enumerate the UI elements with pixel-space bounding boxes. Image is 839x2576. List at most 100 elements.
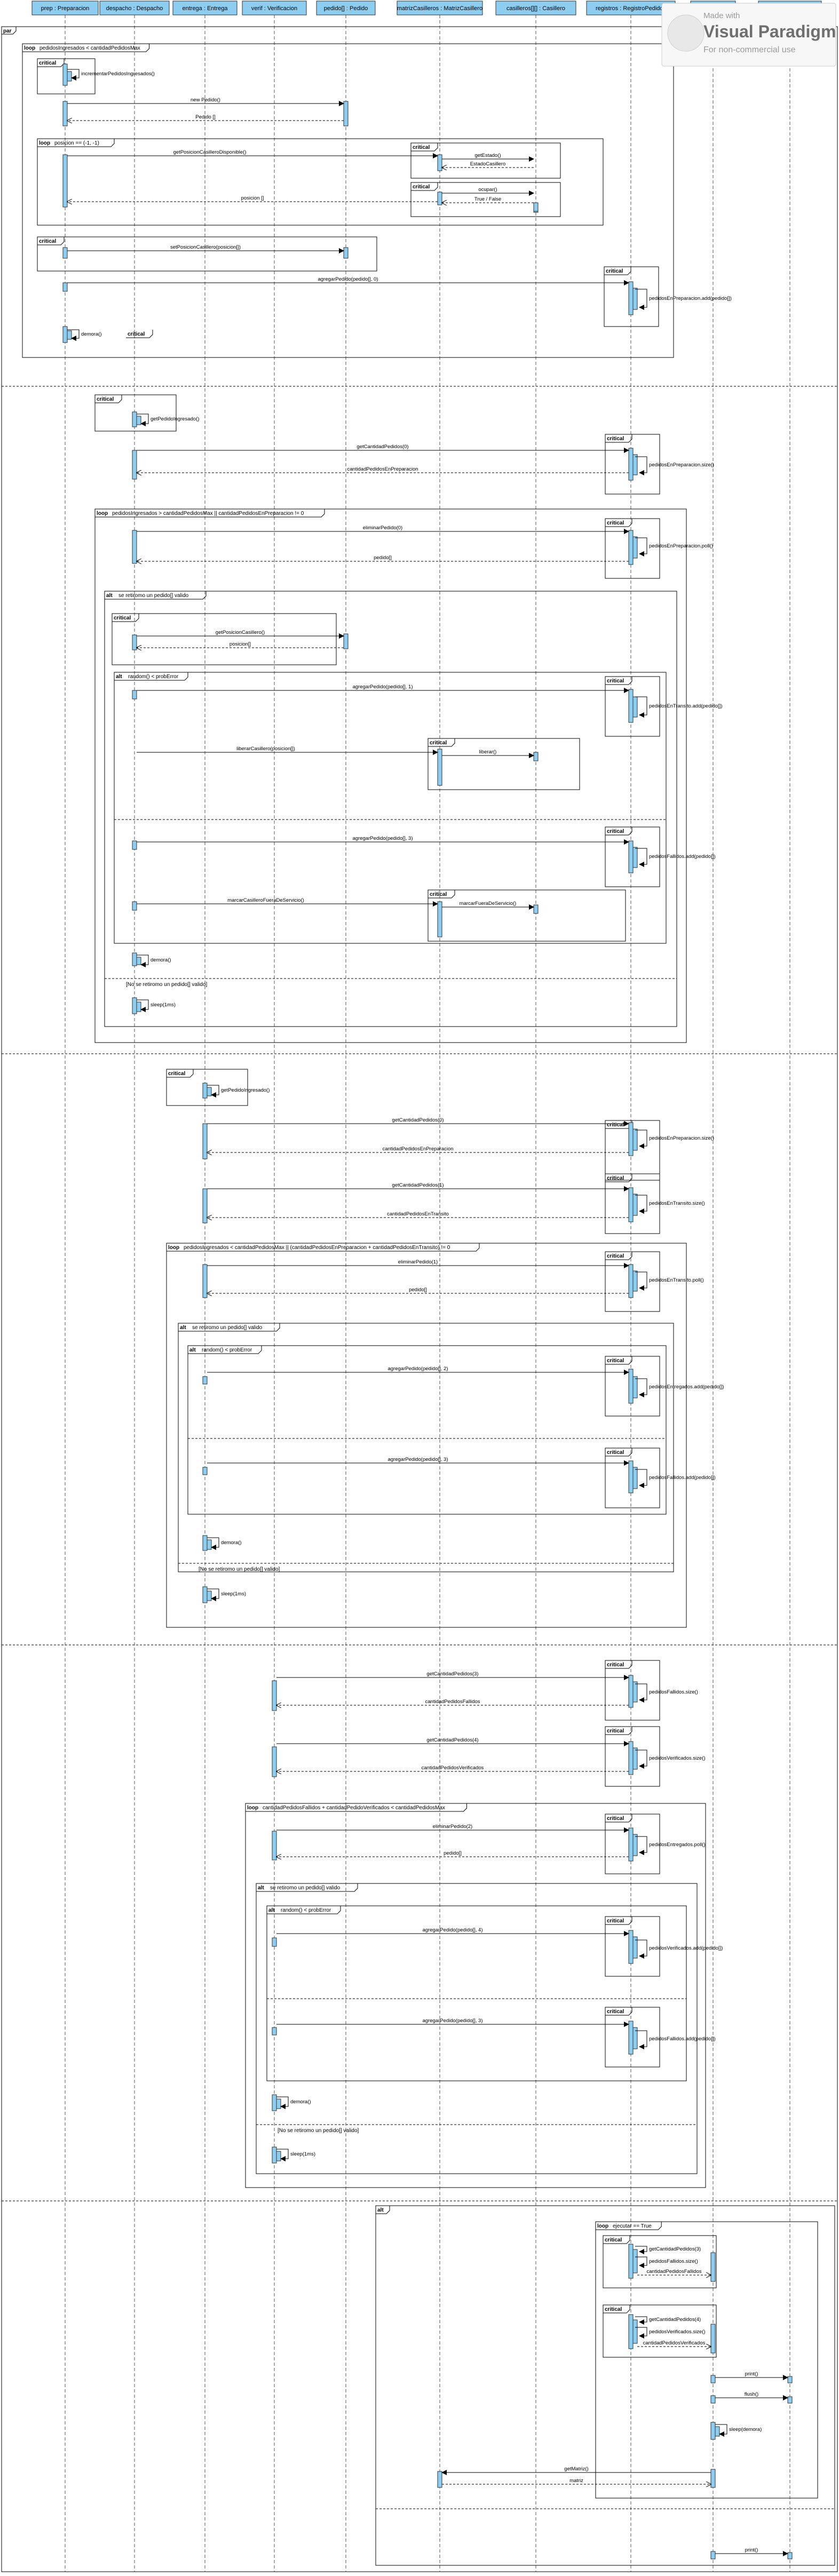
watermark-logo-icon bbox=[667, 14, 705, 52]
message-label: EstadoCasillero bbox=[470, 161, 506, 167]
critical-fragment: critical bbox=[37, 58, 96, 94]
message-self: sleep(1ms) bbox=[137, 999, 176, 1012]
message-call: eliminarPedido(0) bbox=[137, 525, 629, 534]
activation-bar bbox=[632, 2249, 638, 2273]
message-self: pedidosEnPreparacion.add(pedido[]) bbox=[635, 289, 732, 310]
lifeline-4: verif : Verificacion bbox=[242, 1, 307, 2572]
message-self: pedidosVerificados.add(pedido[]) bbox=[635, 1939, 723, 1959]
message-label: cantidadPedidosEnPreparacion bbox=[382, 1146, 453, 1152]
activation-bar bbox=[136, 416, 141, 425]
message-self: pedidosEnPreparacion.poll() bbox=[635, 537, 713, 556]
message-call: agregarPedido(pedido[], 3) bbox=[276, 2018, 629, 2027]
message-label: demora() bbox=[221, 1540, 242, 1546]
message-self: demora() bbox=[137, 955, 171, 967]
activation-bar bbox=[628, 1930, 634, 1964]
message-label: cantidadPedidosEnTransito bbox=[387, 1211, 449, 1217]
message-label: getCantidadPedidos(4) bbox=[426, 1737, 478, 1743]
message-self: pedidosVerificados.size() bbox=[635, 1750, 706, 1769]
activation-bar bbox=[632, 536, 638, 559]
critical-label: critical bbox=[607, 1358, 624, 1364]
loop-fragment-guard: posicion == (-1, -1) bbox=[54, 140, 99, 146]
message-return: matriz bbox=[442, 2478, 711, 2484]
message-label: cantidadPedidosVerificados bbox=[422, 1765, 484, 1771]
lifeline-7: casilleros[][] : Casillero bbox=[495, 1, 576, 2572]
message-return: pedido[] bbox=[276, 1850, 629, 1857]
critical-fragment: critical bbox=[605, 1660, 660, 1721]
activation-bar bbox=[628, 689, 634, 723]
message-label: demora() bbox=[151, 957, 171, 963]
message-label: getCantidadPedidos(3) bbox=[426, 1671, 478, 1677]
critical-label: critical bbox=[605, 2307, 622, 2312]
activation-bar bbox=[787, 2396, 793, 2404]
activation-bar bbox=[207, 1087, 212, 1096]
message-label: pedidosVerificados.size() bbox=[649, 1755, 706, 1761]
alt-fragment-guard: random() < probError bbox=[281, 1907, 331, 1913]
activation-bar bbox=[628, 1122, 634, 1156]
activation-bar bbox=[632, 1128, 638, 1151]
critical-label: critical bbox=[168, 1071, 185, 1077]
activation-bar bbox=[628, 281, 634, 315]
activation-bar bbox=[632, 847, 638, 868]
activation-bar bbox=[632, 288, 638, 310]
message-call: getCantidadPedidos(1) bbox=[207, 1182, 629, 1191]
activation-bar bbox=[632, 1936, 638, 1959]
loop-fragment-guard: ejecutar == True bbox=[613, 2223, 652, 2229]
activation-bar bbox=[437, 2471, 442, 2488]
critical-fragment: critical bbox=[605, 1448, 660, 1508]
critical-label: critical bbox=[607, 678, 624, 684]
message-label: liberar() bbox=[479, 749, 497, 755]
message-self: pedidosEnTransito.add(pedido[]) bbox=[635, 696, 723, 718]
activation-bar bbox=[207, 1591, 212, 1601]
message-label: eliminarPedido(1) bbox=[398, 1259, 438, 1265]
message-call: getPosicionCasilleroDisponible() bbox=[67, 149, 438, 158]
activation-bar bbox=[276, 2151, 281, 2161]
message-label: pedidosEntregados.add(pedido[]) bbox=[649, 1384, 724, 1390]
message-call: print() bbox=[715, 2547, 788, 2556]
message-call: flush() bbox=[715, 2391, 788, 2400]
loop-fragment-guard: pedidosIngresados > cantidadPedidosMax |… bbox=[112, 511, 304, 516]
message-label: marcarFueraDeServicio() bbox=[460, 901, 517, 907]
message-label: pedidosFallidos.add(pedido[]) bbox=[649, 1475, 716, 1481]
critical-label: critical bbox=[128, 331, 145, 337]
message-label: agregarPedido(pedido[], 1) bbox=[352, 684, 413, 690]
activation-bar bbox=[202, 1376, 208, 1385]
alt-fragment-kind: alt bbox=[106, 593, 113, 599]
activation-bar bbox=[628, 2314, 634, 2349]
activation-bar bbox=[710, 2469, 716, 2488]
message-label: sleep(1ms) bbox=[290, 2151, 315, 2157]
message-label: agregarPedido(pedido[], 3) bbox=[387, 1457, 448, 1462]
message-call: agregarPedido(pedido[], 1) bbox=[137, 684, 629, 693]
message-label: agregarPedido(pedido[], 4) bbox=[422, 1927, 482, 1933]
critical-label: critical bbox=[607, 1728, 624, 1734]
message-self: sleep(demora) bbox=[715, 2424, 762, 2437]
loop-fragment-kind: loop bbox=[39, 140, 50, 146]
activation-bar bbox=[628, 1827, 634, 1862]
message-label: setPosicionCasillero(posicion[]) bbox=[170, 244, 241, 250]
critical-label: critical bbox=[114, 615, 131, 621]
critical-label: critical bbox=[97, 396, 114, 402]
activation-bar bbox=[62, 101, 68, 126]
message-return: cantidadPedidosVerificados bbox=[637, 2340, 711, 2347]
activation-bar bbox=[632, 2319, 638, 2344]
lifeline-name: verif : Verificacion bbox=[251, 5, 297, 12]
activation-bar bbox=[202, 1586, 208, 1603]
lifeline-name: registros : RegistroPedidos bbox=[596, 5, 667, 12]
message-call: agregarPedido(pedido[], 4) bbox=[276, 1927, 629, 1936]
activation-bar bbox=[67, 71, 72, 82]
message-self: getCantidadPedidos(4) bbox=[635, 2316, 701, 2325]
message-label: new Pedido() bbox=[191, 97, 220, 103]
activation-bar bbox=[132, 997, 137, 1014]
critical-label: critical bbox=[39, 60, 56, 66]
message-label: posicion[] bbox=[229, 641, 251, 647]
lifeline-9: logs : Log bbox=[690, 1, 736, 2572]
message-return: cantidadPedidosFallidos bbox=[637, 2269, 711, 2275]
critical-fragment: critical bbox=[410, 142, 561, 179]
critical-label: critical bbox=[606, 268, 623, 274]
activation-bar bbox=[632, 1681, 638, 1703]
activation-bar bbox=[343, 633, 349, 649]
activation-bar bbox=[272, 2094, 277, 2111]
